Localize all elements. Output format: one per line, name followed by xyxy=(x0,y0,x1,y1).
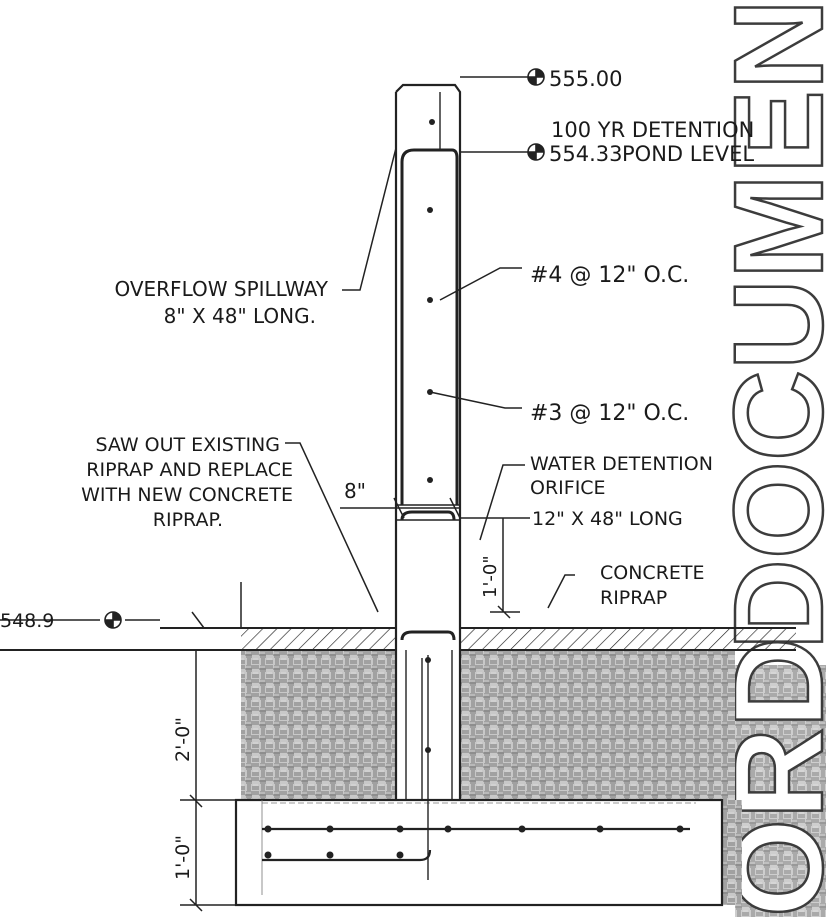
concrete-wall xyxy=(394,83,462,880)
detention-caption-line-2: POND LEVEL xyxy=(622,142,754,166)
soil-backfill xyxy=(241,650,742,905)
spillway-label-line-2: 8" X 48" LONG. xyxy=(164,304,316,328)
elevation-markers xyxy=(104,68,545,629)
wall-rebar-dots xyxy=(425,119,435,753)
orifice-label-line-2: ORIFICE xyxy=(530,477,606,499)
saw-label-line-4: RIPRAP. xyxy=(153,509,223,531)
horizontal-rebar-label: #3 @ 12" O.C. xyxy=(530,401,689,426)
saw-label-line-1: SAW OUT EXISTING xyxy=(95,434,280,456)
orifice-label-line-3: 12" X 48" LONG xyxy=(532,508,683,530)
orifice-label-line-1: WATER DETENTION xyxy=(530,453,713,475)
concrete-label-line-2: RIPRAP xyxy=(600,587,667,609)
riprap-elevation-label: 548.9 xyxy=(0,610,54,632)
footing-depth-dim: 1'-0" xyxy=(172,835,194,880)
elevation-top-label: 555.00 xyxy=(549,67,622,91)
stem-depth-dim: 2'-0" xyxy=(172,717,194,762)
orifice-height-dim: 1'-0" xyxy=(480,555,501,598)
elevation-marker-riprap xyxy=(104,611,122,629)
concrete-label-line-1: CONCRETE xyxy=(600,562,705,584)
concrete-footing xyxy=(234,798,724,907)
spillway-label-line-1: OVERFLOW SPILLWAY xyxy=(114,277,328,301)
elevation-pond-label: 554.33 xyxy=(549,142,622,166)
annotation-labels: 555.00 100 YR DETENTION 554.33 POND LEVE… xyxy=(0,67,754,880)
concrete-riprap-slab xyxy=(0,626,796,652)
elevation-marker-top xyxy=(527,68,545,86)
watermark-text-1: DOCUMENTS xyxy=(708,0,826,650)
elevation-marker-pond xyxy=(527,143,545,161)
saw-label-line-3: WITH NEW CONCRETE xyxy=(81,484,293,506)
saw-label-line-2: RIPRAP AND REPLACE xyxy=(86,459,293,481)
leader-lines xyxy=(0,76,575,912)
vertical-rebar-label: #4 @ 12" O.C. xyxy=(530,263,689,288)
detention-caption-line-1: 100 YR DETENTION xyxy=(551,118,754,142)
footing-rebar-dots xyxy=(264,825,684,859)
wall-thickness-dim: 8" xyxy=(344,479,366,503)
